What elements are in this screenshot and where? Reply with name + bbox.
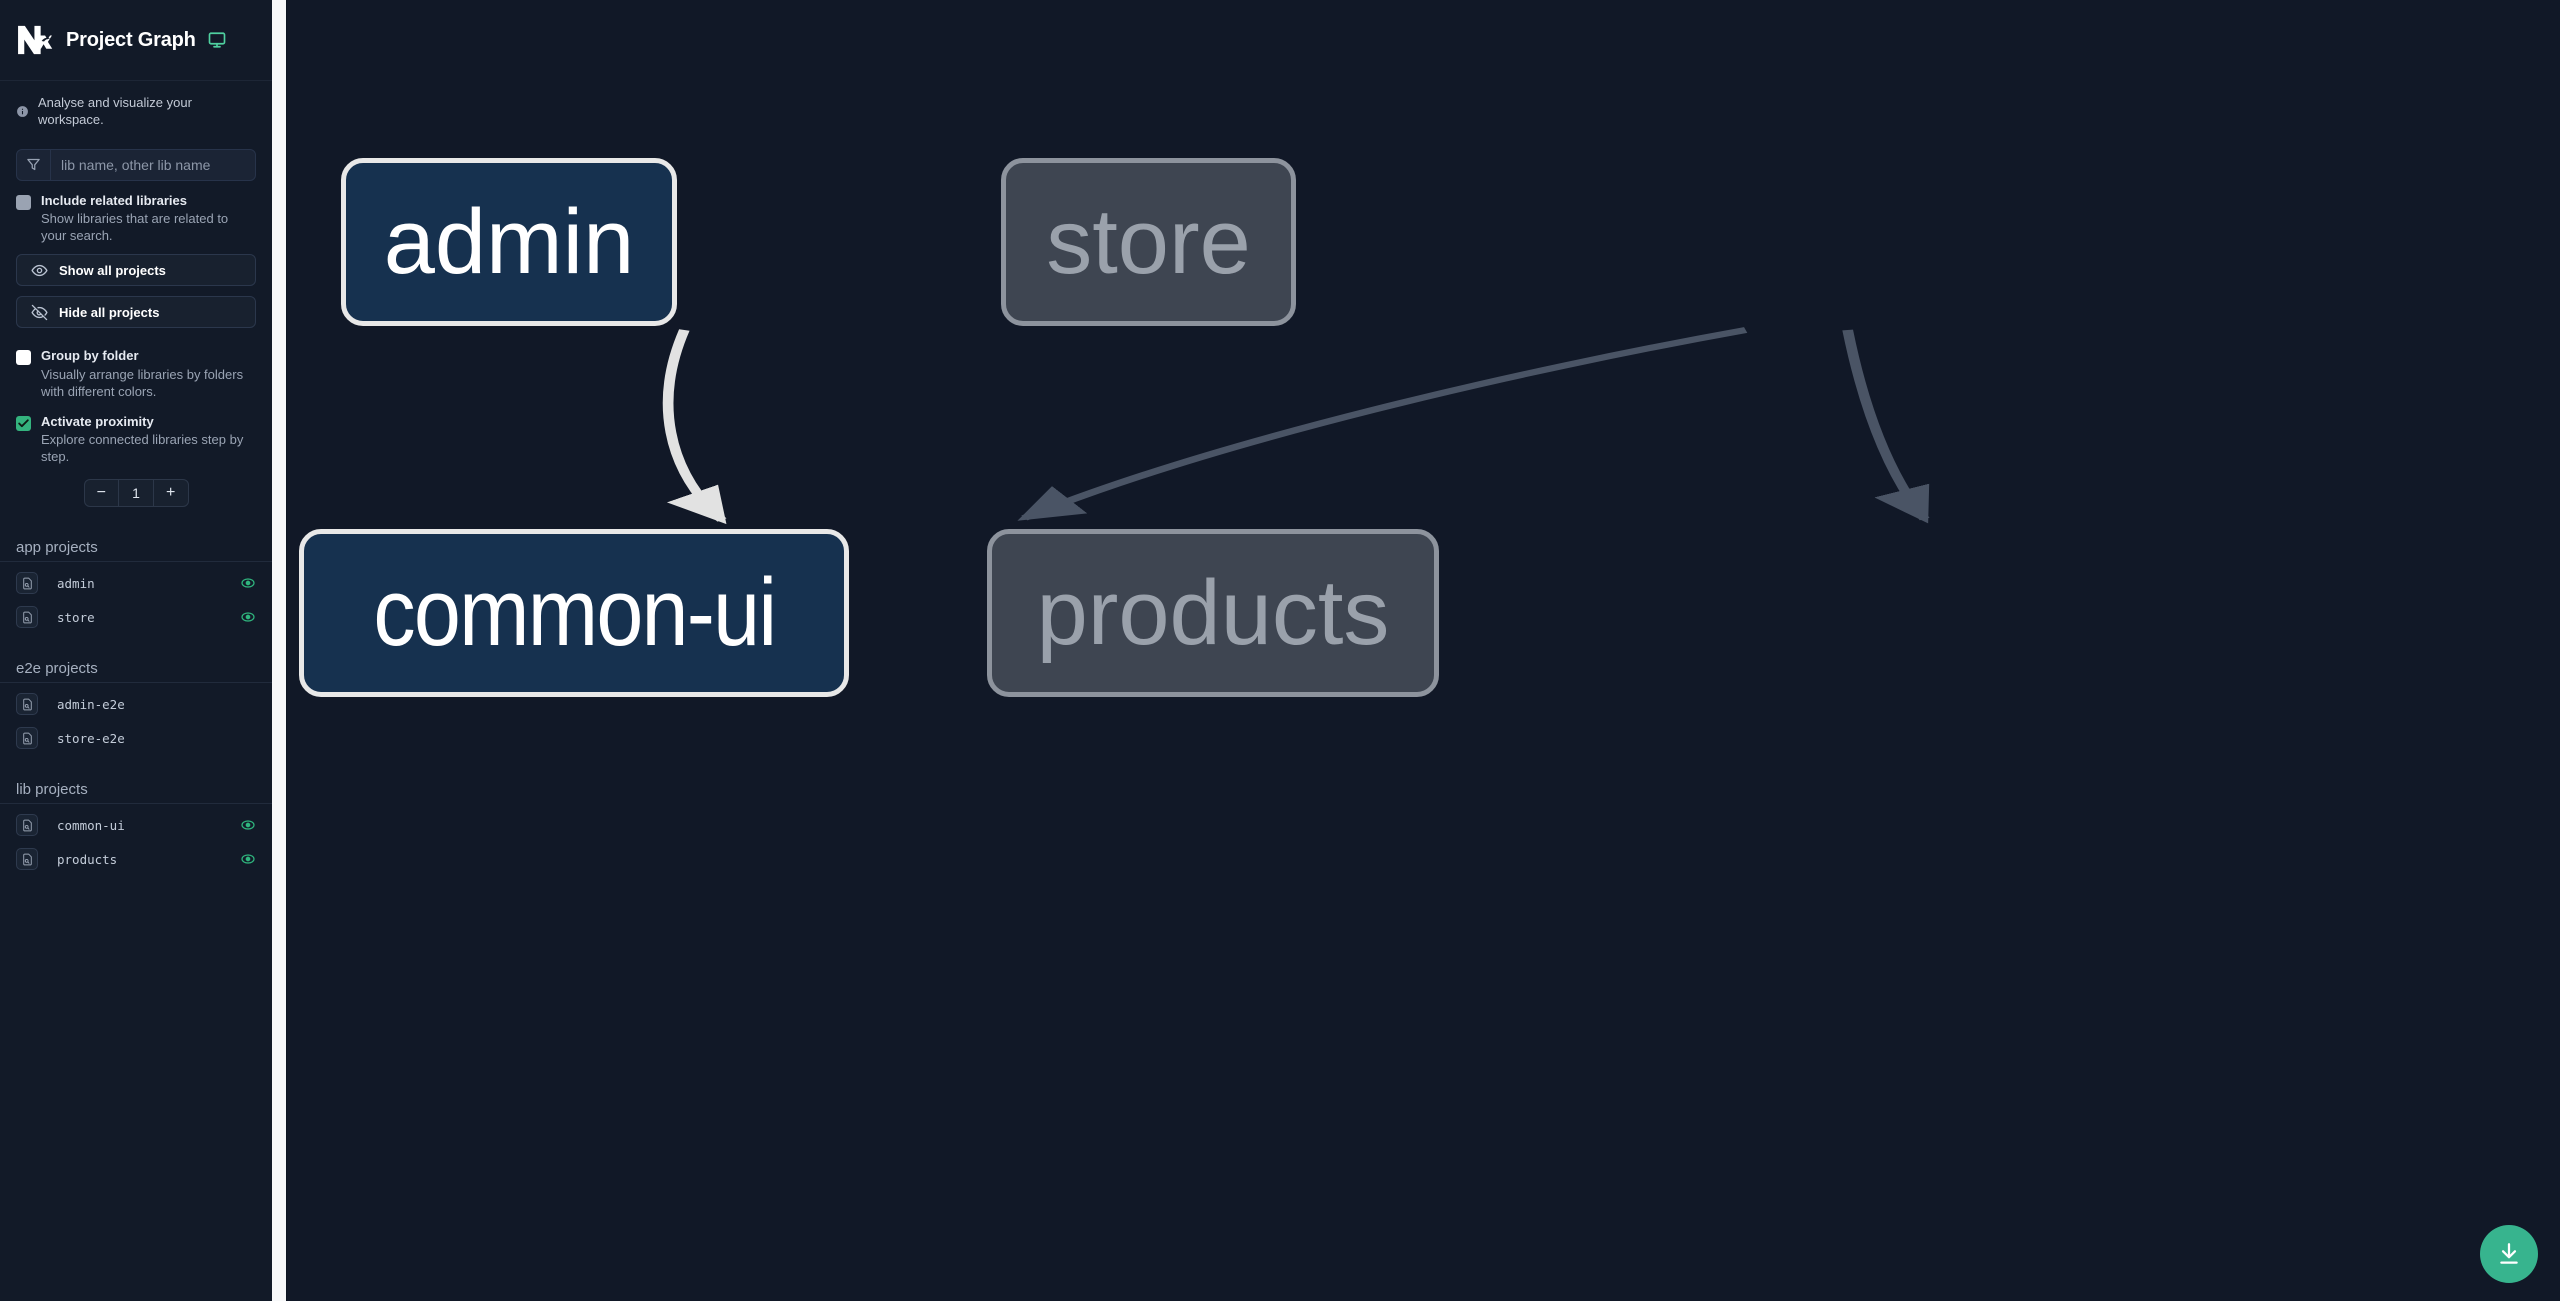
project-list-item[interactable]: common-ui bbox=[0, 808, 272, 842]
eye-visible-icon[interactable] bbox=[240, 851, 256, 867]
include-related-checkbox[interactable] bbox=[16, 194, 31, 210]
project-section-title: e2e projects bbox=[0, 660, 272, 684]
nx-logo-icon bbox=[16, 24, 54, 56]
workspace-info: Analyse and visualize your workspace. bbox=[0, 81, 272, 139]
graph-node-products[interactable]: products bbox=[987, 529, 1439, 697]
eye-off-icon bbox=[31, 304, 48, 321]
eye-placeholder bbox=[240, 730, 256, 746]
project-list-item[interactable]: store-e2e bbox=[0, 721, 272, 755]
show-all-projects-label: Show all projects bbox=[59, 262, 166, 278]
project-file-icon bbox=[16, 693, 38, 716]
monitor-icon[interactable] bbox=[208, 31, 226, 49]
graph-node-common-ui[interactable]: common-ui bbox=[299, 529, 849, 697]
project-name-label: common-ui bbox=[57, 817, 125, 833]
group-by-folder-description: Visually arrange libraries by folders wi… bbox=[41, 366, 244, 399]
show-all-projects-button[interactable]: Show all projects bbox=[16, 254, 256, 287]
filter-icon bbox=[17, 149, 51, 180]
project-list-item[interactable]: admin-e2e bbox=[0, 687, 272, 721]
include-related-description: Show libraries that are related to your … bbox=[41, 211, 229, 244]
project-list-item[interactable]: store bbox=[0, 600, 272, 634]
graph-canvas[interactable]: admin store common-ui products bbox=[287, 0, 2560, 1301]
graph-node-label: products bbox=[1036, 562, 1390, 664]
activate-proximity-label: Activate proximity bbox=[41, 413, 154, 429]
proximity-decrement-button[interactable]: − bbox=[96, 484, 106, 502]
include-related-label: Include related libraries bbox=[41, 192, 187, 208]
project-name-label: store-e2e bbox=[57, 730, 125, 746]
project-section: e2e projects admin-e2e store-e2e bbox=[0, 660, 272, 755]
graph-node-label: store bbox=[1046, 191, 1251, 293]
eye-icon bbox=[31, 262, 48, 279]
project-name-label: admin-e2e bbox=[57, 696, 125, 712]
graph-edges bbox=[662, 327, 1930, 525]
eye-placeholder bbox=[240, 696, 256, 712]
project-section-title: app projects bbox=[0, 539, 272, 563]
graph-node-store[interactable]: store bbox=[1001, 158, 1296, 326]
search-filter[interactable] bbox=[16, 148, 256, 181]
sidebar: Project Graph Analyse and visualize your… bbox=[0, 0, 272, 1301]
project-file-icon bbox=[16, 727, 38, 750]
option-activate-proximity[interactable]: Activate proximity Explore connected lib… bbox=[0, 400, 272, 466]
project-list-item[interactable]: admin bbox=[0, 566, 272, 600]
activate-proximity-checkbox[interactable] bbox=[16, 415, 31, 431]
graph-node-admin[interactable]: admin bbox=[341, 158, 677, 326]
edge-store-to-products bbox=[1842, 329, 1930, 524]
project-name-label: admin bbox=[57, 575, 95, 591]
project-sections: app projects admin store e2e projects admin-… bbox=[0, 507, 272, 876]
option-include-related[interactable]: Include related libraries Show libraries… bbox=[0, 181, 272, 245]
project-file-icon bbox=[16, 572, 38, 595]
project-file-icon bbox=[16, 848, 38, 871]
graph-node-label: admin bbox=[383, 191, 635, 293]
proximity-increment-button[interactable]: + bbox=[166, 484, 176, 502]
project-list-item[interactable]: products bbox=[0, 842, 272, 876]
project-section-title: lib projects bbox=[0, 781, 272, 805]
eye-visible-icon[interactable] bbox=[240, 575, 256, 591]
group-by-folder-label: Group by folder bbox=[41, 348, 139, 364]
eye-visible-icon[interactable] bbox=[240, 609, 256, 625]
project-name-label: store bbox=[57, 609, 95, 625]
group-by-folder-checkbox[interactable] bbox=[16, 350, 31, 366]
project-name-label: products bbox=[57, 851, 118, 867]
project-section: app projects admin store bbox=[0, 539, 272, 634]
project-file-icon bbox=[16, 814, 38, 837]
page-title: Project Graph bbox=[66, 28, 196, 51]
proximity-value: 1 bbox=[118, 480, 154, 507]
download-graph-button[interactable] bbox=[2480, 1225, 2538, 1283]
activate-proximity-description: Explore connected libraries step by step… bbox=[41, 432, 244, 465]
eye-visible-icon[interactable] bbox=[240, 817, 256, 833]
search-input[interactable] bbox=[51, 149, 255, 180]
edge-admin-to-common-ui bbox=[662, 329, 727, 525]
sidebar-header: Project Graph bbox=[0, 0, 272, 81]
edge-store-to-common-ui bbox=[1017, 327, 1748, 521]
project-file-icon bbox=[16, 606, 38, 629]
sidebar-divider[interactable] bbox=[272, 0, 287, 1301]
option-group-by-folder[interactable]: Group by folder Visually arrange librari… bbox=[0, 328, 272, 400]
hide-all-projects-button[interactable]: Hide all projects bbox=[16, 296, 256, 329]
graph-node-label: common-ui bbox=[373, 559, 777, 666]
hide-all-projects-label: Hide all projects bbox=[59, 304, 160, 320]
info-icon bbox=[16, 105, 29, 118]
proximity-stepper[interactable]: − 1 + bbox=[83, 479, 189, 508]
download-icon bbox=[2496, 1241, 2522, 1267]
project-section: lib projects common-ui products bbox=[0, 781, 272, 876]
workspace-info-text: Analyse and visualize your workspace. bbox=[38, 95, 192, 127]
